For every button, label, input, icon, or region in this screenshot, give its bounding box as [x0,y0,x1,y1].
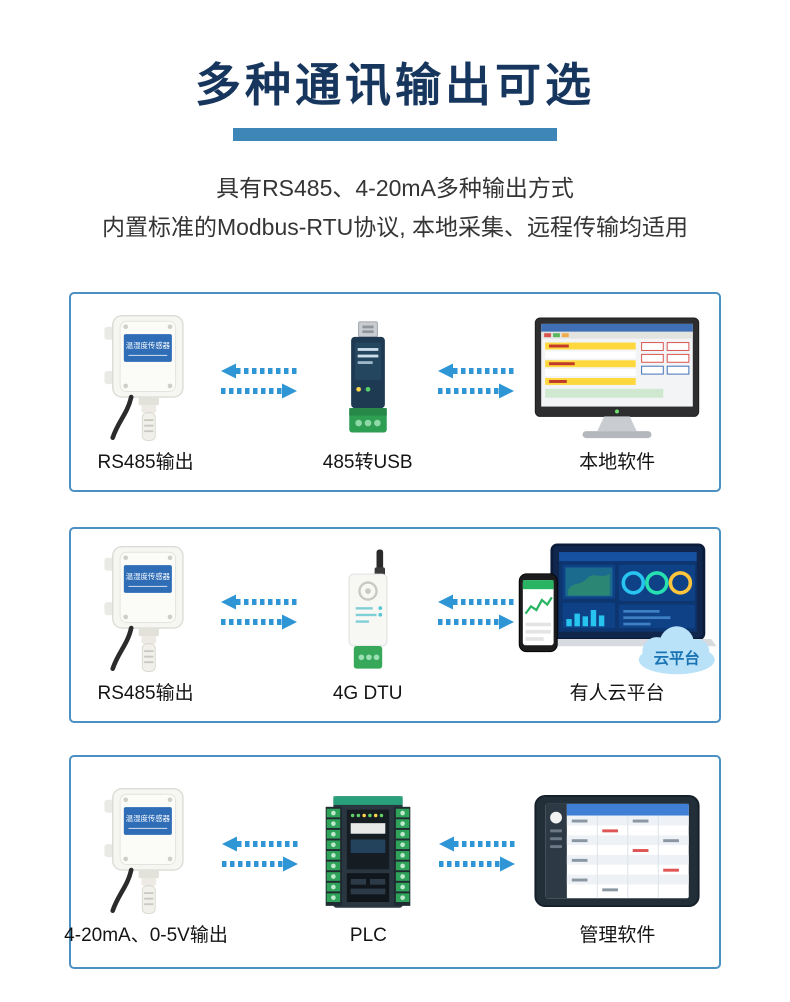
sensor-probe [141,884,156,914]
sensor-column: 温湿度传感器 4-20mA、0-5V输出 [64,783,228,949]
device-label: 本地软件 [579,451,656,473]
cloud-platform-column: 云平台 有人云平台 [515,541,719,707]
subtitle-line-1: 具有RS485、4-20mA多种输出方式 [216,174,574,201]
page-header: 多种通讯输出可选 具有RS485、4-20mA多种输出方式 内置标准的Modbu… [0,0,790,248]
bidirectional-arrow-icon [221,594,298,630]
sensor-probe [141,642,156,672]
plc-device [318,783,418,921]
panel-analog-plc-manage: 温湿度传感器 4-20mA、0-5V输出 [64,754,721,969]
sensor-cable [110,867,134,913]
sensor-device: 温湿度传感器 [88,783,204,921]
tablet-sidebar [545,803,568,898]
bidirectional-arrow-icon [438,594,515,630]
bidirectional-arrows [220,591,298,633]
bidirectional-arrow-icon [222,836,298,872]
panel-rs485-dtu-cloud: 温湿度传感器 RS485输出 [69,526,721,723]
subtitle-line-2: 内置标准的Modbus-RTU协议, 本地采集、远程传输均适用 [101,214,689,241]
usb-plug [357,321,378,337]
software-column: 本地软件 [515,310,719,476]
device-label: 4G DTU [332,682,403,704]
device-label: 有人云平台 [569,682,665,704]
bidirectional-arrow-icon [438,836,515,872]
svg-text:温湿度传感器: 温湿度传感器 [125,341,170,350]
plc-icon [326,795,411,908]
svg-text:云平台: 云平台 [654,648,700,667]
sensor-icon: 温湿度传感器 [103,314,184,441]
device-label: RS485输出 [97,451,194,473]
usb-converter-icon [348,321,387,433]
antenna-icon [376,549,383,570]
monitor-device [533,310,701,448]
page-title: 多种通讯输出可选 [195,59,595,111]
bidirectional-arrows [438,833,516,875]
tablet-icon [534,794,700,907]
sensor-column: 温湿度传感器 RS485输出 [71,310,220,476]
cloud-icon: 云平台 [638,625,715,674]
cloud-platform-icon: 云平台 [518,543,717,674]
avatar [550,811,563,824]
subtitle: 具有RS485、4-20mA多种输出方式 内置标准的Modbus-RTU协议, … [0,169,790,248]
sensor-device: 温湿度传感器 [88,310,204,448]
device-label: PLC [349,924,387,946]
dtu-icon [348,549,388,669]
svg-text:温湿度传感器: 温湿度传感器 [125,572,170,581]
sensor-cable [109,625,134,671]
dtu-column: 4G DTU [298,541,437,707]
sensor-icon: 温湿度传感器 [104,787,184,914]
plc-column: PLC [299,783,438,949]
device-label: 管理软件 [579,924,656,946]
device-label: 485转USB [322,451,413,473]
bidirectional-arrows [221,833,299,875]
converter-column: 485转USB [298,310,437,476]
tablet-device [533,783,701,921]
svg-text:温湿度传感器: 温湿度传感器 [126,814,171,823]
bidirectional-arrow-icon [221,363,298,399]
cloud-platform-device: 云平台 [517,541,717,679]
device-label: RS485输出 [97,682,194,704]
device-label: 4-20mA、0-5V输出 [64,924,228,946]
title-accent-bar [233,127,557,141]
sensor-device: 温湿度传感器 [88,541,204,679]
sensor-cable [109,394,134,440]
dtu-device [333,541,403,679]
monitor-icon [534,317,700,438]
sensor-column: 温湿度传感器 RS485输出 [71,541,220,707]
usb-converter-device [338,310,398,448]
bidirectional-arrow-icon [438,363,515,399]
bidirectional-arrows [220,360,298,402]
sensor-icon: 温湿度传感器 [103,545,184,672]
bidirectional-arrows [437,591,515,633]
monitor-stand [597,416,637,431]
bidirectional-arrows [437,360,515,402]
management-software-column: 管理软件 [516,783,719,949]
panel-rs485-usb-local: 温湿度传感器 RS485输出 [69,291,721,492]
